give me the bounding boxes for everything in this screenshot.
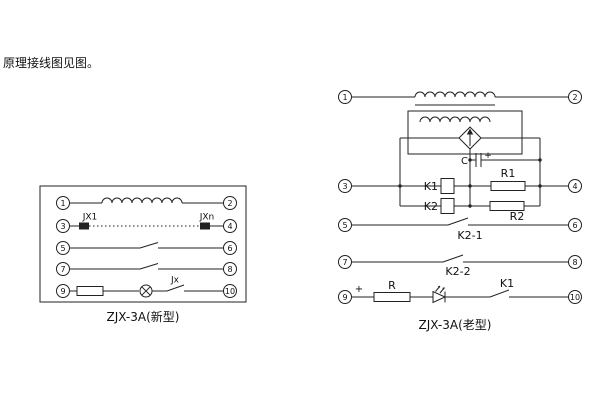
svg-text:4: 4 bbox=[572, 182, 577, 191]
junction-dot bbox=[398, 184, 402, 188]
junction-dot bbox=[538, 184, 542, 188]
jxn-label: JXn bbox=[199, 213, 215, 223]
right-diagram: C + K1 K2 R1 R2 K2-1 K2-2 + R K1 1 2 3 4… bbox=[338, 90, 582, 332]
contact-row-wires bbox=[351, 224, 569, 263]
svg-text:8: 8 bbox=[572, 258, 577, 267]
terminal-right-2: 2 bbox=[568, 90, 582, 104]
contact-k1-label: K1 bbox=[500, 277, 514, 290]
svg-text:3: 3 bbox=[342, 182, 347, 191]
terminal-left-3: 3 bbox=[56, 219, 70, 233]
k2-coil-label: K2 bbox=[424, 200, 438, 213]
junction-dot bbox=[468, 184, 472, 188]
svg-text:5: 5 bbox=[60, 244, 65, 253]
terminal-left-7: 7 bbox=[56, 262, 70, 276]
transformer-secondary-coil bbox=[419, 116, 491, 123]
jx1-label: JX1 bbox=[82, 213, 98, 223]
contact-k2-1-label: K2-1 bbox=[457, 229, 482, 242]
terminal-right-10: 10 bbox=[568, 290, 582, 304]
led-arrow-head bbox=[442, 287, 445, 290]
terminal-right-1: 1 bbox=[338, 90, 352, 104]
terminal-right-7: 7 bbox=[338, 255, 352, 269]
svg-text:6: 6 bbox=[227, 244, 232, 253]
lamp-icon bbox=[139, 284, 153, 298]
battery-plus-label: + bbox=[355, 284, 363, 295]
terminal-right-4: 4 bbox=[568, 179, 582, 193]
r-resistor-icon bbox=[373, 292, 411, 302]
r-label: R bbox=[388, 279, 396, 292]
svg-text:1: 1 bbox=[60, 199, 65, 208]
svg-text:7: 7 bbox=[60, 265, 65, 274]
svg-text:7: 7 bbox=[342, 258, 347, 267]
r1-label: R1 bbox=[501, 167, 516, 180]
r2-label: R2 bbox=[510, 210, 525, 223]
terminal-left-4: 4 bbox=[223, 219, 237, 233]
contact-k2-2-label: K2-2 bbox=[445, 265, 470, 278]
svg-text:10: 10 bbox=[225, 287, 235, 296]
svg-text:4: 4 bbox=[227, 222, 232, 231]
resistor-icon bbox=[76, 286, 104, 296]
capacitor-label: C bbox=[461, 156, 468, 167]
coil-icon bbox=[101, 197, 183, 204]
terminal-left-1: 1 bbox=[56, 196, 70, 210]
junction-dot bbox=[468, 204, 472, 208]
terminal-left-2: 2 bbox=[223, 196, 237, 210]
k2-coil-icon bbox=[440, 198, 455, 214]
relay-case-outline bbox=[39, 185, 247, 303]
k1-coil-icon bbox=[440, 178, 455, 194]
junction-dot bbox=[468, 158, 472, 162]
r2-resistor-icon bbox=[489, 201, 525, 211]
lamp-cross bbox=[141, 286, 151, 296]
left-caption: ZJX-3A(新型) bbox=[107, 309, 180, 324]
terminal-left-9: 9 bbox=[56, 284, 70, 298]
switch-blades bbox=[139, 242, 185, 292]
intro-text: 原理接线图见图。 bbox=[3, 55, 99, 70]
svg-text:5: 5 bbox=[342, 221, 347, 230]
left-wires bbox=[69, 202, 224, 292]
led-icon bbox=[432, 290, 447, 304]
bridge-arrow-head bbox=[466, 128, 474, 135]
svg-text:9: 9 bbox=[60, 287, 65, 296]
transformer-primary-coil bbox=[414, 91, 496, 98]
terminal-left-6: 6 bbox=[223, 241, 237, 255]
terminal-right-5: 5 bbox=[338, 218, 352, 232]
terminal-right-6: 6 bbox=[568, 218, 582, 232]
jx1-connector-icon bbox=[79, 222, 89, 230]
svg-text:8: 8 bbox=[227, 265, 232, 274]
terminal-left-5: 5 bbox=[56, 241, 70, 255]
led-arrow-shafts bbox=[435, 285, 445, 294]
svg-text:10: 10 bbox=[570, 293, 580, 302]
terminal-right-8: 8 bbox=[568, 255, 582, 269]
svg-text:3: 3 bbox=[60, 222, 65, 231]
svg-text:9: 9 bbox=[342, 293, 347, 302]
svg-text:6: 6 bbox=[572, 221, 577, 230]
contact-blades bbox=[442, 217, 510, 298]
jx-contact-label: Jx bbox=[170, 276, 180, 286]
terminal-right-3: 3 bbox=[338, 179, 352, 193]
rectifier-block-outline bbox=[407, 110, 523, 155]
k1-coil-label: K1 bbox=[424, 180, 438, 193]
terminal-right-9: 9 bbox=[338, 290, 352, 304]
r1-resistor-icon bbox=[490, 181, 526, 191]
left-diagram: JX1 JXn Jx 1 2 3 4 5 6 7 8 9 10 ZJX-3A(新… bbox=[39, 185, 247, 324]
terminal-left-10: 10 bbox=[223, 284, 237, 298]
svg-text:1: 1 bbox=[342, 93, 347, 102]
svg-text:2: 2 bbox=[227, 199, 232, 208]
svg-text:2: 2 bbox=[572, 93, 577, 102]
right-caption: ZJX-3A(老型) bbox=[419, 318, 492, 332]
jxn-connector-icon bbox=[200, 222, 210, 230]
dc-network-wires bbox=[351, 137, 569, 207]
capacitor-plus-label: + bbox=[484, 151, 492, 161]
led-arrow-head bbox=[437, 286, 440, 289]
junction-dot bbox=[538, 158, 542, 162]
terminal-left-8: 8 bbox=[223, 262, 237, 276]
